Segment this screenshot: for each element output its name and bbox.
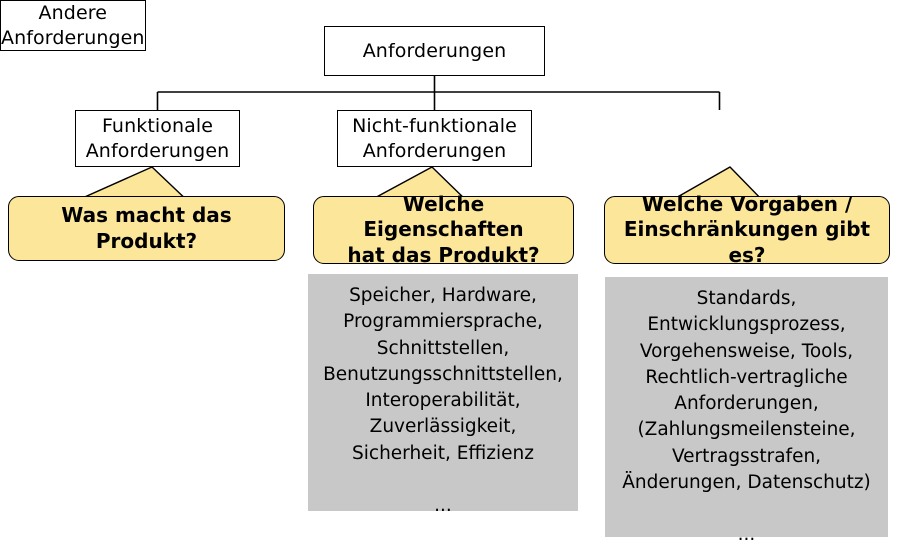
node-anforderungen-root[interactable]: Anforderungen xyxy=(324,26,545,76)
detail-panel-andere: Standards, Entwicklungsprozess, Vorgehen… xyxy=(605,277,888,545)
detail-panel-nicht-funktionale: Speicher, Hardware, Programmiersprache, … xyxy=(308,274,578,516)
node-funktionale-anforderungen[interactable]: Funktionale Anforderungen xyxy=(75,110,240,167)
callout-welche-eigenschaften[interactable]: Welche Eigenschaften hat das Produkt? xyxy=(313,192,574,267)
callout-welche-vorgaben[interactable]: Welche Vorgaben / Einschränkungen gibt e… xyxy=(604,192,890,267)
node-nicht-funktionale-anforderungen[interactable]: Nicht-funktionale Anforderungen xyxy=(337,110,532,167)
callout-was-macht-das-produkt[interactable]: Was macht das Produkt? xyxy=(8,196,285,261)
node-andere-anforderungen[interactable]: Andere Anforderungen xyxy=(0,0,146,52)
